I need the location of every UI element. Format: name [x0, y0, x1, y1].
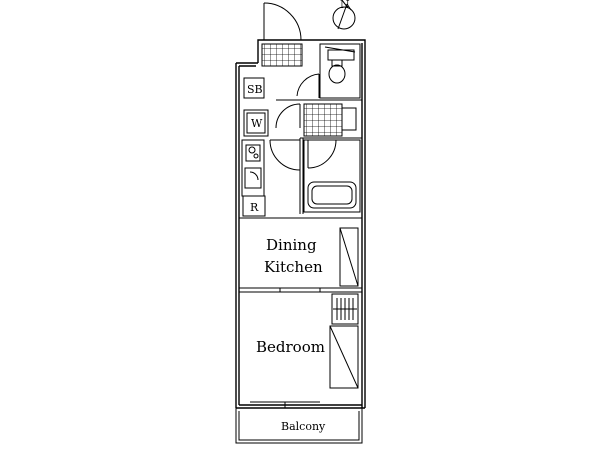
shoe-box-label: SB [247, 83, 263, 96]
compass-icon [332, 3, 356, 30]
bedroom-room [329, 293, 359, 389]
dining-kitchen-label-line1: Dining [266, 236, 317, 254]
toilet-room [296, 43, 361, 99]
washroom [275, 103, 357, 137]
refrigerator-space [242, 195, 266, 217]
balcony-window [250, 401, 320, 408]
washer-space [243, 109, 269, 137]
bedroom-label: Bedroom [256, 338, 325, 356]
kitchen-counter [241, 139, 301, 197]
balcony-label: Balcony [281, 420, 326, 433]
entrance-tile [261, 43, 303, 67]
corridor-walls [276, 99, 362, 214]
bathroom [303, 139, 361, 213]
balcony [235, 408, 363, 444]
refrigerator-label: R [250, 201, 259, 214]
shoe-box [243, 77, 265, 99]
washer-label: W [251, 117, 263, 130]
dining-kitchen-room [239, 217, 362, 293]
compass-north-label: N [340, 0, 350, 11]
entrance-door [263, 2, 302, 41]
dining-kitchen-label-line2: Kitchen [264, 258, 323, 276]
